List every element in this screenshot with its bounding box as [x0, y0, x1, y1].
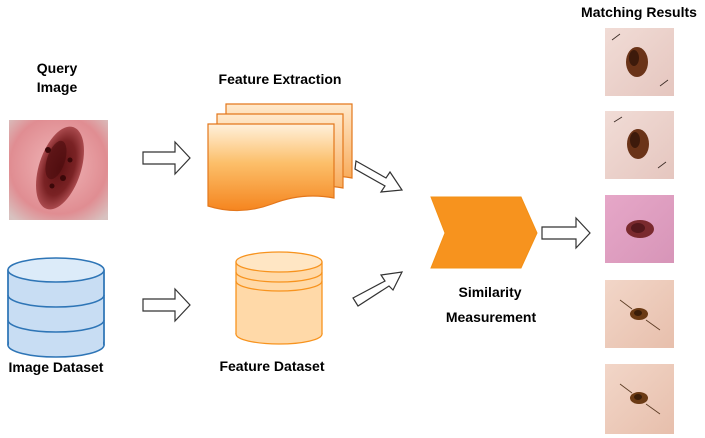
arrow-icon	[142, 140, 191, 176]
arrow-icon	[142, 287, 191, 323]
feature-extraction-label: Feature Extraction	[219, 71, 342, 87]
feature-dataset-label: Feature Dataset	[219, 358, 324, 374]
arrow-icon	[354, 160, 404, 193]
arrow-icon	[352, 271, 404, 307]
query-image-label-line1: Query	[37, 60, 78, 76]
query-image	[9, 120, 108, 220]
image-dataset-label: Image Dataset	[9, 359, 104, 375]
similarity-label-line2: Measurement	[446, 309, 537, 325]
matching-results-label: Matching Results	[581, 4, 697, 20]
image-dataset-database-icon	[7, 257, 105, 358]
query-image-label-line2: Image	[37, 79, 78, 95]
feature-dataset-database-icon	[235, 251, 323, 345]
similarity-label-line1: Similarity	[458, 284, 521, 300]
result-image-2	[605, 111, 674, 179]
stacked-documents-icon	[207, 103, 353, 212]
arrow-icon	[541, 216, 591, 250]
result-image-3	[605, 195, 674, 263]
result-image-4	[605, 280, 674, 348]
result-image-1	[605, 28, 674, 96]
similarity-chevron-icon	[430, 196, 538, 269]
result-image-5	[605, 364, 674, 434]
